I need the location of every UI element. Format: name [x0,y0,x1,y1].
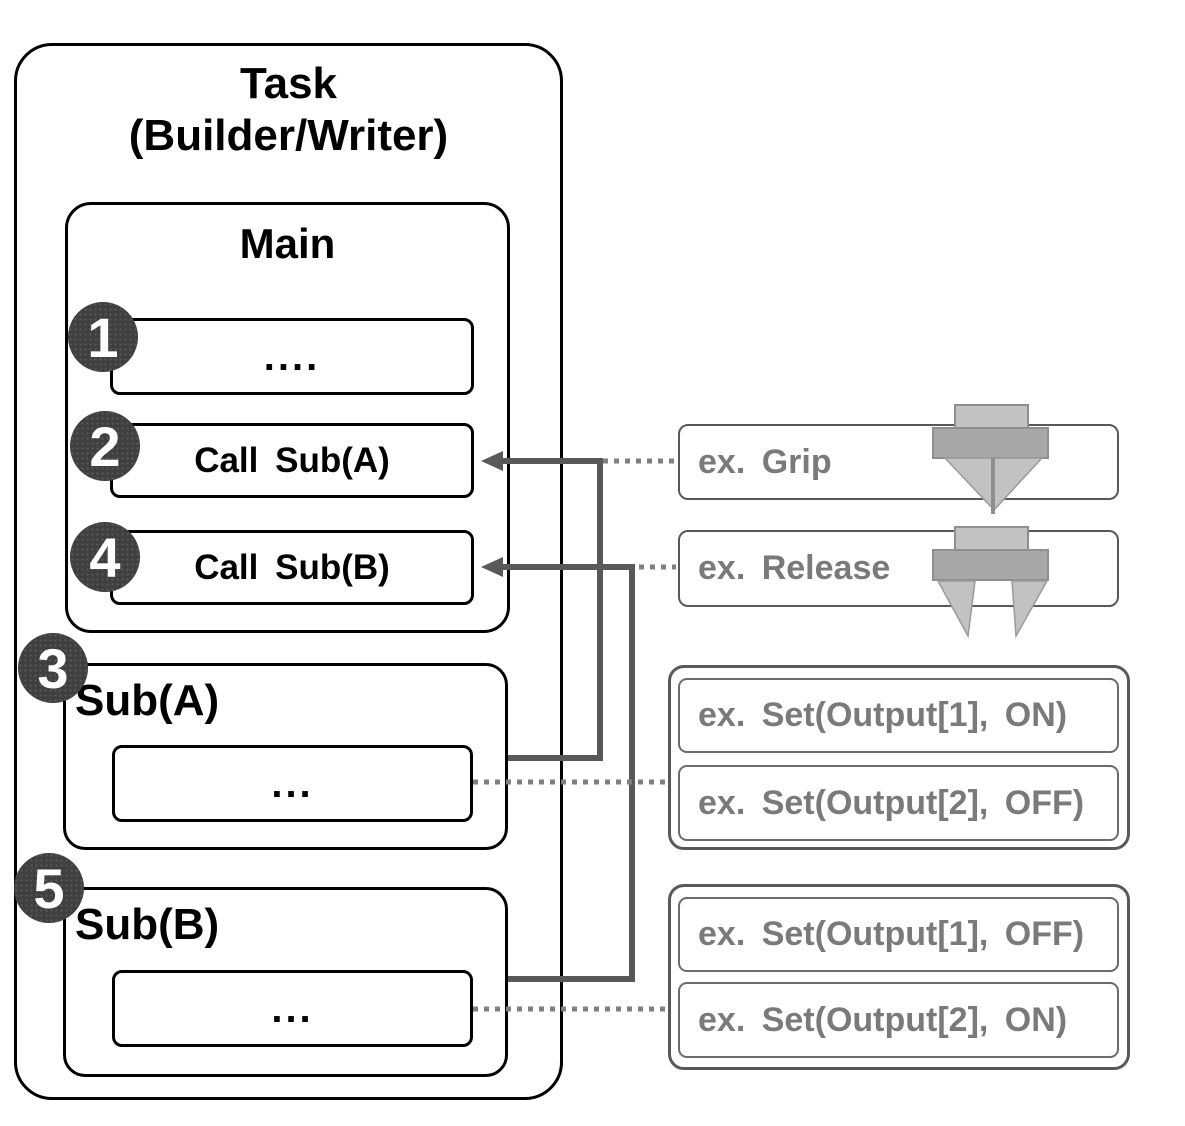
main-step-call-subA-box: Call Sub(A) [110,423,474,498]
main-title: Main [239,220,336,267]
example-release-box: ex. Release [678,530,1119,607]
subB-title: Sub(B) [75,900,220,949]
subB-body-dots: ... [271,986,314,1031]
task-title: Task (Builder/Writer) [14,58,563,162]
set-output1-off-label: ex. Set(Output[1], OFF) [698,915,1085,953]
example-grip-box: ex. Grip [678,424,1119,500]
badge-4-number: 4 [89,525,121,589]
badge-3-number: 3 [37,636,69,700]
set-output1-on-box: ex. Set(Output[1], ON) [678,678,1119,753]
subA-body-dots: ... [271,761,314,806]
step-badge-2: 2 [70,411,140,481]
subA-body-box: ... [112,745,473,822]
badge-2-number: 2 [89,414,121,478]
task-title-line1: Task [239,59,338,108]
set-output1-on-label: ex. Set(Output[1], ON) [698,696,1068,734]
set-output2-off-label: ex. Set(Output[2], OFF) [698,783,1085,822]
main-step-1-box: .... [110,318,474,395]
task-title-line2: (Builder/Writer) [128,111,449,160]
set-output1-off-box: ex. Set(Output[1], OFF) [678,897,1119,972]
badge-5-number: 5 [33,856,65,920]
subB-body-box: ... [112,970,473,1047]
step-badge-1: 1 [68,302,138,372]
main-step-1-label: .... [263,334,321,379]
example-release-label: ex. Release [698,549,891,587]
set-output2-on-box: ex. Set(Output[2], ON) [678,982,1119,1058]
badge-1-number: 1 [87,305,119,369]
step-badge-4: 4 [70,522,140,592]
set-output2-off-box: ex. Set(Output[2], OFF) [678,765,1119,841]
example-grip-label: ex. Grip [698,442,832,481]
main-step-call-subB-box: Call Sub(B) [110,530,474,605]
call-subA-label: Call Sub(A) [194,440,390,480]
set-output2-on-label: ex. Set(Output[2], ON) [698,1000,1068,1039]
subA-title: Sub(A) [75,676,220,725]
step-badge-5: 5 [14,853,84,923]
step-badge-3: 3 [18,633,88,703]
call-subB-label: Call Sub(B) [194,547,390,587]
